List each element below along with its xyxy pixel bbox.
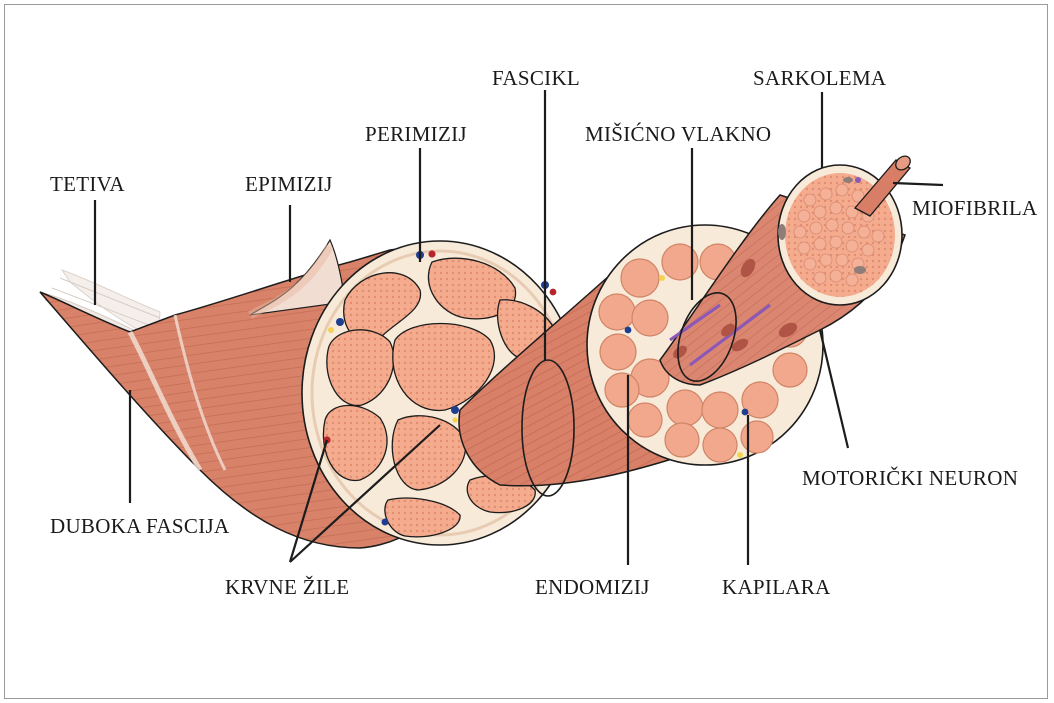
label-epimizij: EPIMIZIJ [245,172,333,197]
label-sarkolema: SARKOLEMA [753,66,886,91]
label-endomizij: ENDOMIZIJ [535,575,650,600]
label-misicno-vlakno: MIŠIĆNO VLAKNO [585,122,771,147]
label-tetiva: TETIVA [50,172,125,197]
label-kapilara: KAPILARA [722,575,831,600]
label-perimizij: PERIMIZIJ [365,122,467,147]
label-krvne-zile: KRVNE ŽILE [225,575,349,600]
label-duboka-fascija: DUBOKA FASCIJA [50,514,229,539]
label-motoricki-neuron: MOTORIČKI NEURON [802,466,1018,491]
label-fascikl: FASCIKL [492,66,580,91]
label-miofibrila: MIOFIBRILA [912,196,1038,221]
